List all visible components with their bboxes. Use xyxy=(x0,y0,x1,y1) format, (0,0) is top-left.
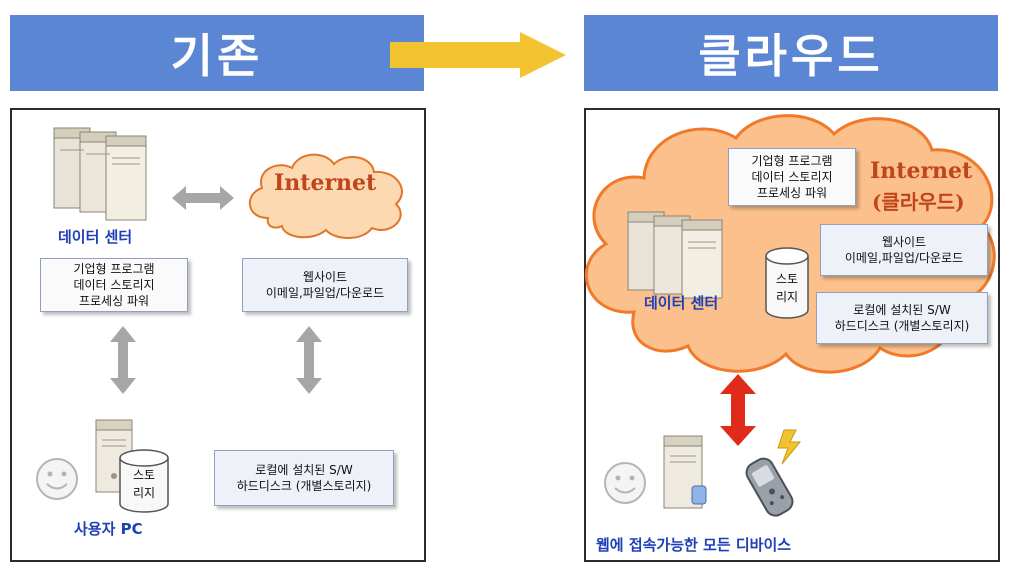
user-pc-label: 사용자 PC xyxy=(74,520,143,538)
local-software-box: 로컬에 설치된 S/W 하드디스크 (개별스토리지) xyxy=(214,450,394,506)
box-line: 웹사이트 xyxy=(302,270,348,284)
box-line: 데이터 스토리지 xyxy=(751,170,833,184)
legacy-header: 기존 xyxy=(10,15,424,91)
double-arrow-vertical-icon xyxy=(110,326,136,394)
mobile-phone-icon xyxy=(745,429,802,517)
internet-cloud-sublabel: (클라우드) xyxy=(872,190,965,214)
box-line: 프로세싱 파워 xyxy=(756,186,828,200)
storage-line: 스토 xyxy=(775,272,799,286)
box-line: 기업형 프로그램 xyxy=(751,154,833,168)
server-rack-icon xyxy=(627,211,723,299)
all-devices-label: 웹에 접속가능한 모든 디바이스 xyxy=(596,536,792,554)
server-rack-icon xyxy=(53,127,147,221)
internet-label: Internet xyxy=(870,158,973,184)
double-arrow-vertical-icon xyxy=(296,326,322,394)
web-services-box: 웹사이트 이메일,파일업/다운로드 xyxy=(820,224,988,276)
local-software-box: 로컬에 설치된 S/W 하드디스크 (개별스토리지) xyxy=(816,292,988,344)
user-smiley-icon xyxy=(604,462,646,504)
internet-label: Internet xyxy=(274,170,377,196)
box-line: 로컬에 설치된 S/W xyxy=(255,463,353,477)
web-services-box: 웹사이트 이메일,파일업/다운로드 xyxy=(242,258,408,312)
storage-cylinder-icon xyxy=(765,247,809,319)
storage-cylinder-icon xyxy=(119,449,169,513)
internet-cloud-icon xyxy=(248,153,403,239)
box-line: 이메일,파일업/다운로드 xyxy=(844,251,964,265)
pc-tower-icon xyxy=(663,435,707,509)
box-line: 기업형 프로그램 xyxy=(73,262,155,276)
box-line: 웹사이트 xyxy=(881,235,927,249)
storage-label: 스토 리지 xyxy=(767,270,807,306)
user-smiley-icon xyxy=(36,458,78,500)
datacenter-label: 데이터 센터 xyxy=(58,228,133,246)
legacy-panel: 데이터 센터 Internet 기업형 프로그램 데이터 스토리지 프로세싱 파… xyxy=(10,108,426,562)
box-line: 하드디스크 (개별스토리지) xyxy=(834,319,970,333)
storage-line: 리지 xyxy=(775,290,799,304)
box-line: 데이터 스토리지 xyxy=(73,278,155,292)
cloud-capabilities-box: 기업형 프로그램 데이터 스토리지 프로세싱 파워 xyxy=(728,148,856,206)
storage-label: 스토 리지 xyxy=(124,466,164,502)
storage-line: 스토 xyxy=(132,468,156,482)
cloud-title: 클라우드 xyxy=(698,29,884,83)
cloud-panel: 스토 리지 데이터 센터 기업형 프로그램 데이터 스토리지 프로세싱 파워 I… xyxy=(584,108,1000,562)
box-line: 하드디스크 (개별스토리지) xyxy=(236,479,372,493)
box-line: 프로세싱 파워 xyxy=(78,294,150,308)
cloud-header: 클라우드 xyxy=(584,15,998,91)
transition-arrow-icon xyxy=(390,32,566,78)
legacy-title: 기존 xyxy=(170,29,264,83)
datacenter-label: 데이터 센터 xyxy=(644,294,719,312)
box-line: 이메일,파일업/다운로드 xyxy=(265,286,385,300)
storage-line: 리지 xyxy=(132,486,156,500)
box-line: 로컬에 설치된 S/W xyxy=(853,303,951,317)
datacenter-capabilities-box: 기업형 프로그램 데이터 스토리지 프로세싱 파워 xyxy=(40,258,188,312)
double-arrow-horizontal-icon xyxy=(172,186,234,210)
red-double-arrow-icon xyxy=(720,374,756,446)
